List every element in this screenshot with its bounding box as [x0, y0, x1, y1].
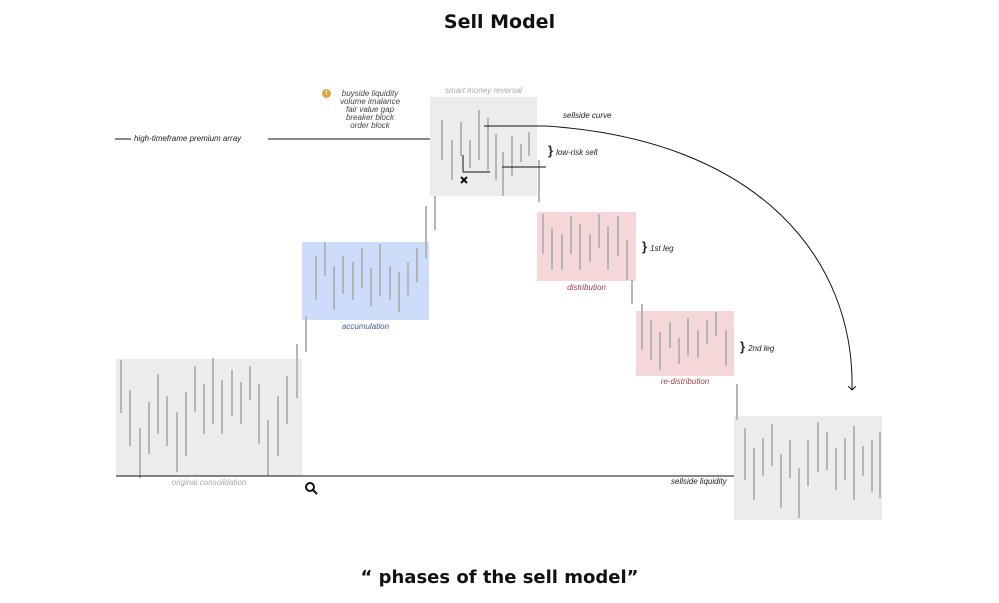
- diagram-caption: “ phases of the sell model”: [360, 567, 639, 588]
- zone-original-consolidation: [116, 359, 302, 476]
- liquidity-list: buyside liquidity volume imalance fair v…: [330, 90, 410, 130]
- original-consolidation-label: original consolidation: [171, 478, 247, 487]
- brace-icon: }: [548, 143, 554, 158]
- premium-array-label: high-timeframe premium array: [134, 134, 242, 143]
- sellside-curve-label: sellside curve: [563, 111, 612, 120]
- zone-re-distribution: [636, 311, 734, 376]
- x-mark-icon: [460, 176, 468, 184]
- accumulation-label: accumulation: [341, 322, 390, 331]
- list-item: fair value gap: [345, 105, 395, 114]
- distribution-label: distribution: [567, 283, 606, 292]
- zone-accumulation: [302, 242, 429, 320]
- list-item: order block: [350, 121, 390, 130]
- magnifier-icon: [305, 482, 318, 495]
- sellside-curve-arrow: [545, 125, 852, 390]
- candle-group: [120, 110, 881, 518]
- brace-icon: }: [642, 239, 648, 254]
- low-risk-sell-label: low-risk sell: [556, 148, 598, 157]
- smart-money-reversal-label: smart money reversal: [445, 86, 522, 95]
- second-leg-label: 2nd leg: [748, 344, 775, 353]
- list-item: buyside liquidity: [341, 89, 399, 98]
- first-leg-label: 1st leg: [650, 244, 674, 253]
- zone-distribution: [537, 212, 636, 281]
- second-leg-annotation: }2nd leg: [740, 340, 774, 353]
- diagram-title: Sell Model: [443, 11, 556, 33]
- zone-smart-money-reversal: [430, 97, 537, 196]
- list-item: volume imalance: [339, 97, 401, 106]
- list-item: breaker block: [345, 113, 395, 122]
- first-leg-annotation: }1st leg: [642, 240, 674, 253]
- sellside-liquidity-label: sellside liquidity: [671, 477, 727, 486]
- low-risk-sell-annotation: }low-risk sell: [548, 144, 597, 157]
- re-distribution-label: re-distribution: [660, 377, 710, 386]
- warning-circle-icon: !: [322, 89, 331, 98]
- brace-icon: }: [740, 339, 746, 354]
